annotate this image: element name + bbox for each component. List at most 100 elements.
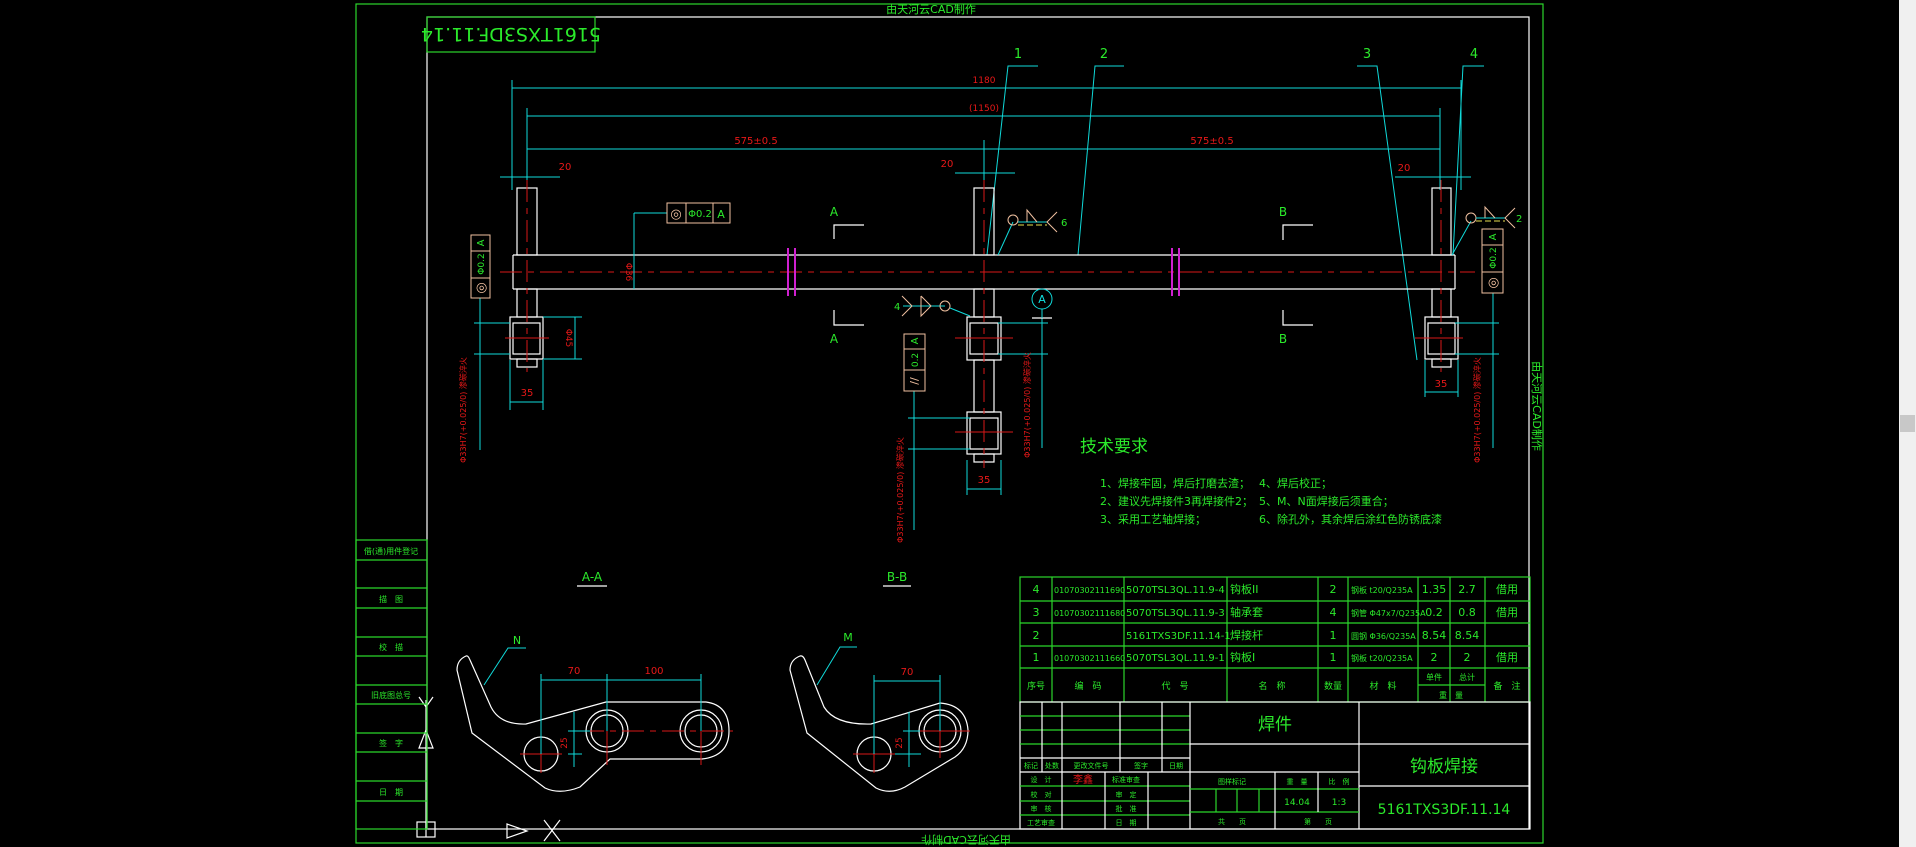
balloon-2: 2 <box>1100 47 1108 62</box>
dim-bush-len-right: 35 <box>1435 379 1448 390</box>
vertical-scrollbar[interactable] <box>1899 0 1916 847</box>
section-marker-b: B B <box>1279 205 1313 346</box>
watermark-top: 由天河云CAD制作 <box>886 2 976 16</box>
tech-req-item: 1、焊接牢固，焊后打磨去渣； <box>1100 476 1250 490</box>
outer-border <box>355 3 1544 844</box>
svg-text:A: A <box>830 205 839 219</box>
parts-cell-qty: 1 <box>1330 651 1337 664</box>
dim-bush-len-left: 35 <box>521 388 534 399</box>
title-drawing-number: 5161TXS3DF.11.14 <box>1378 802 1511 818</box>
bore-note-right: Φ33H7(+0.025/0) 渗碳淬火 <box>1472 357 1482 463</box>
tech-req-item: 2、建议先焊接件3再焊接件2； <box>1100 494 1253 508</box>
parts-cell-material: 钢板 t20/Q235A <box>1351 585 1413 595</box>
parts-cell-seq: 1 <box>1033 651 1040 664</box>
svg-text:B-B: B-B <box>887 570 907 584</box>
parts-cell-drawing-no: 5161TXS3DF.11.14-1 <box>1126 631 1231 642</box>
top-dimensions: 1180 (1150) 575±0.5 575±0.5 20 20 20 <box>500 76 1471 190</box>
plates-and-bushings <box>505 180 1463 468</box>
dim-bush-od: Φ45 <box>563 329 573 348</box>
svg-text:70: 70 <box>901 667 914 678</box>
svg-text:25: 25 <box>895 737 905 748</box>
part-name: 钩板焊接 <box>1410 757 1478 777</box>
svg-text:A: A <box>910 337 921 344</box>
datum-a-symbol: A <box>1031 288 1053 319</box>
gdt-frame-left: A Φ0.2 ◎ <box>470 234 491 299</box>
title-block: 标记 处数 更改文件号 签字 日期 设 计 李鑫 标准审查 校 对 审 定 审 … <box>1019 701 1531 830</box>
parts-cell-total-weight: 2.7 <box>1458 583 1476 596</box>
parts-cell-code: 01070302111660 <box>1054 654 1125 663</box>
svg-text:A-A: A-A <box>582 570 603 584</box>
svg-text:图样标记: 图样标记 <box>1218 777 1246 786</box>
section-marker-a: A A <box>830 205 864 346</box>
watermark-bottom: 由天河云CAD制作 <box>921 833 1011 847</box>
svg-text:B: B <box>1279 332 1287 346</box>
svg-text:A: A <box>476 239 487 246</box>
svg-text:A: A <box>1488 233 1499 240</box>
parts-cell-code: 01070302111680 <box>1054 609 1125 618</box>
balloon-3: 3 <box>1363 47 1371 62</box>
dim-20-right: 20 <box>1398 163 1411 174</box>
parts-cell-material: 钢管 Φ47x7/Q235A <box>1351 608 1426 618</box>
parts-cell-code: 01070302111690 <box>1054 586 1125 595</box>
svg-text:更改文件号: 更改文件号 <box>1074 761 1109 770</box>
bore-note-center-lower: Φ33H7(+0.025/0) 渗碳淬火 <box>895 437 905 543</box>
parts-cell-qty: 2 <box>1330 583 1337 596</box>
parts-cell-single-weight: 1.35 <box>1422 583 1447 596</box>
header-name: 名 称 <box>1258 680 1285 692</box>
weight-value: 14.04 <box>1284 798 1310 808</box>
svg-text:审 核: 审 核 <box>1031 804 1052 813</box>
parts-cell-name: 钩板I <box>1230 650 1255 664</box>
header-note: 备 注 <box>1493 680 1520 692</box>
header-drawing-no: 代 号 <box>1161 681 1188 692</box>
dim-20-center: 20 <box>941 159 954 170</box>
left-record-strip: 借(通)用件登记 描 图 校 描 旧底图总号 签 字 日 期 <box>355 539 428 830</box>
parts-cell-seq: 4 <box>1033 583 1040 596</box>
part-balloons: 1 2 3 4 <box>986 47 1484 361</box>
parts-cell-name: 轴承套 <box>1230 605 1263 619</box>
weld-symbol-2: 2 <box>1451 205 1522 256</box>
bore-note-center-upper: Φ33H7(+0.025/0) 渗碳淬火 <box>1022 352 1032 458</box>
strip-label: 校 描 <box>379 642 403 652</box>
svg-text:100: 100 <box>644 666 663 677</box>
parts-cell-material: 钢板 t20/Q235A <box>1351 653 1413 663</box>
strip-label: 签 字 <box>379 738 403 748</box>
drawing-number-box: 5161TXS3DF.11.14 <box>421 16 601 53</box>
parts-cell-note: 借用 <box>1496 606 1518 619</box>
tech-req-item: 6、除孔外，其余焊后涂红色防锈底漆 <box>1259 512 1442 526</box>
dim-575-right: 575±0.5 <box>1190 136 1233 147</box>
svg-text:25: 25 <box>560 737 570 748</box>
svg-text:设 计: 设 计 <box>1031 775 1052 784</box>
inner-frame <box>426 16 1530 830</box>
svg-text:共 页: 共 页 <box>1218 817 1246 826</box>
parts-cell-qty: 4 <box>1330 606 1337 619</box>
technical-requirements: 技术要求 1、焊接牢固，焊后打磨去渣； 2、建议先焊接件3再焊接件2； 3、采用… <box>1080 437 1442 526</box>
gdt-frame-center: A 0.2 // <box>903 333 926 392</box>
strip-label: 旧底图总号 <box>371 690 411 700</box>
bore-note-left: Φ33H7(+0.025/0) 渗碳淬火 <box>458 357 468 463</box>
svg-text:工艺审查: 工艺审查 <box>1027 818 1055 827</box>
gdt-frame-top: ◎ Φ0.2 A <box>666 202 731 224</box>
header-total: 总计 <box>1459 672 1475 682</box>
svg-text:标记: 标记 <box>1024 761 1038 770</box>
parts-cell-seq: 3 <box>1033 606 1040 619</box>
designer-signature: 李鑫 <box>1073 773 1093 786</box>
balloon-4: 4 <box>1470 47 1478 62</box>
svg-text:比 例: 比 例 <box>1329 777 1350 786</box>
parts-cell-seq: 2 <box>1033 629 1040 642</box>
section-view-b-b: B-B 70 25 M <box>789 570 970 792</box>
svg-text:Φ0.2: Φ0.2 <box>1489 247 1499 268</box>
header-qty: 数量 <box>1324 680 1342 692</box>
parts-cell-note: 借用 <box>1496 651 1518 664</box>
svg-text:4: 4 <box>894 302 900 313</box>
scrollbar-thumb[interactable] <box>1900 415 1915 432</box>
svg-text:处数: 处数 <box>1045 761 1059 770</box>
dim-20-left: 20 <box>559 162 572 173</box>
svg-text:5161TXS3DF.11.14: 5161TXS3DF.11.14 <box>421 23 601 45</box>
parts-cell-single-weight: 0.2 <box>1425 606 1443 619</box>
parts-cell-drawing-no: 5070TSL3QL.11.9-4 <box>1126 585 1225 596</box>
svg-text:日 期: 日 期 <box>1116 819 1137 827</box>
svg-text:◎: ◎ <box>1486 277 1501 288</box>
tech-req-item: 4、焊后校正； <box>1259 476 1332 490</box>
header-material: 材 料 <box>1369 680 1396 692</box>
